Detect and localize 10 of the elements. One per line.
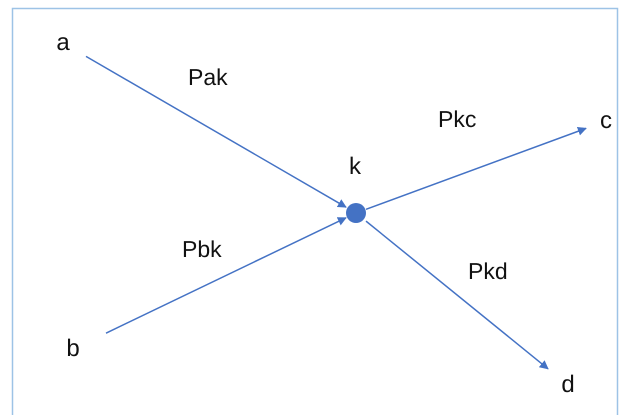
arrow <box>106 217 347 334</box>
arrow <box>86 56 347 208</box>
node-label: d <box>561 371 575 399</box>
arrow <box>366 126 587 210</box>
junction-dot <box>346 203 366 223</box>
node-label: c <box>600 107 612 135</box>
node-label: a <box>56 29 70 57</box>
arrow <box>366 220 549 370</box>
node-label: k <box>348 152 362 182</box>
node-label: b <box>66 335 80 363</box>
